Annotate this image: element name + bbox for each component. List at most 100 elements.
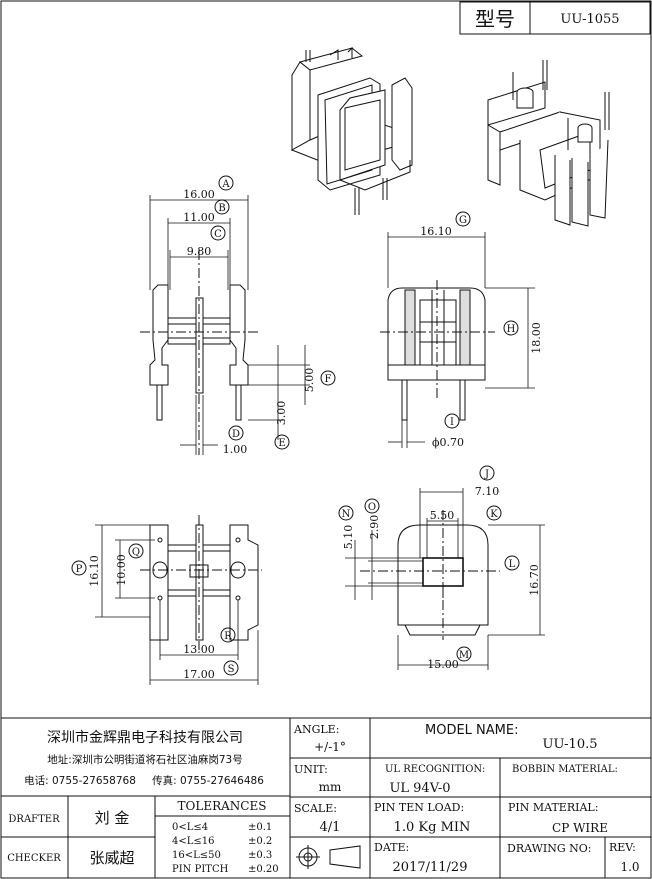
svg-text:S: S: [228, 664, 235, 675]
marking-dimensions: 7.10 5.50 5.10 2.90 16.70 15.00: [342, 485, 545, 671]
svg-text:K: K: [490, 509, 498, 520]
callout-o: O: [364, 498, 380, 514]
model-header: 型号 UU-1055: [459, 1, 651, 35]
svg-text:E: E: [278, 438, 285, 449]
tolerance-value-2: ±0.2: [248, 836, 272, 847]
isometric-view-bottom: [487, 60, 610, 227]
svg-text:G: G: [459, 215, 467, 226]
dim-g: 16.10: [420, 225, 452, 238]
dim-c: 9.80: [187, 245, 212, 258]
bottom-dimensions: 16.10 10.00 13.00 17.00: [88, 524, 259, 685]
company-fax: 传真: 0755-27646486: [152, 774, 264, 787]
svg-text:I: I: [450, 417, 454, 428]
date-label: DATE:: [374, 841, 409, 854]
svg-text:O: O: [368, 502, 376, 513]
svg-text:H: H: [507, 324, 516, 335]
pin-load-label: PIN TEN LOAD:: [374, 801, 464, 814]
checker-value: 张威超: [89, 849, 134, 867]
company-address: 地址:深圳市公明街道将石社区油麻岗73号: [47, 753, 242, 766]
tolerance-value-1: ±0.1: [248, 822, 272, 833]
dim-f: 5.00: [303, 368, 316, 393]
projection-symbol-icon: [296, 845, 361, 869]
company-phone: 电话: 0755-27658768: [24, 774, 136, 787]
dim-pin: ϕ0.70: [432, 436, 464, 449]
svg-text:L: L: [509, 559, 516, 570]
svg-text:B: B: [218, 203, 225, 214]
callout-a: A: [218, 175, 234, 191]
callout-l: L: [504, 555, 520, 571]
checker-label: CHECKER: [7, 853, 61, 864]
side-dimensions: 16.10 18.00 ϕ0.70: [387, 225, 543, 449]
callout-s: S: [223, 660, 239, 676]
tolerance-range-4: PIN PITCH: [172, 864, 229, 875]
unit-value: mm: [319, 780, 342, 794]
dim-p: 16.10: [88, 555, 101, 587]
tolerance-value-4: ±0.20: [248, 864, 279, 875]
company-name: 深圳市金辉鼎电子科技有限公司: [47, 729, 243, 746]
callout-k: K: [486, 505, 502, 521]
callout-j: J: [479, 465, 495, 481]
svg-text:M: M: [459, 650, 469, 661]
dim-o: 2.90: [368, 515, 381, 540]
tolerance-range-1: 0<L≤4: [172, 822, 208, 833]
callout-f: F: [320, 370, 336, 386]
dim-d: 1.00: [223, 443, 248, 456]
dim-q: 10.00: [115, 554, 128, 586]
bottom-view: [140, 515, 262, 650]
bobbin-label: BOBBIN MATERIAL:: [512, 764, 618, 775]
drafter-value: 刘 金: [95, 809, 130, 827]
model-header-value: UU-1055: [560, 12, 619, 27]
ul-label: UL RECOGNITION:: [385, 764, 485, 775]
callout-n: N: [338, 505, 354, 521]
svg-text:F: F: [325, 374, 332, 385]
callout-c: C: [210, 225, 226, 241]
date-value: 2017/11/29: [393, 860, 468, 875]
scale-label: SCALE:: [294, 802, 337, 815]
dim-r: 13.00: [183, 643, 215, 656]
title-block: 深圳市金辉鼎电子科技有限公司 地址:深圳市公明街道将石社区油麻岗73号 电话: …: [1, 717, 651, 878]
pin-material-value: CP WIRE: [552, 821, 608, 835]
svg-text:R: R: [224, 631, 232, 642]
angle-value: +/-1°: [314, 740, 346, 754]
svg-text:P: P: [76, 564, 83, 575]
callout-d: D: [228, 425, 244, 441]
dim-s: 17.00: [183, 668, 215, 681]
front-view: [140, 250, 260, 455]
scale-value: 4/1: [320, 820, 341, 835]
svg-text:A: A: [221, 179, 230, 190]
dim-k: 5.50: [430, 509, 455, 522]
callout-m: M: [456, 646, 472, 662]
rev-label: REV:: [609, 841, 636, 854]
callout-q: Q: [128, 543, 144, 559]
drawing-no-label: DRAWING NO:: [507, 842, 592, 855]
angle-label: ANGLE:: [293, 723, 339, 736]
svg-text:N: N: [342, 509, 351, 520]
dim-b: 11.00: [183, 211, 215, 224]
side-view: [380, 280, 495, 421]
callout-i: I: [444, 413, 460, 429]
model-name-label: MODEL NAME:: [425, 723, 518, 738]
isometric-view-top: [290, 46, 413, 215]
callout-p: P: [71, 560, 87, 576]
svg-text:J: J: [484, 469, 489, 480]
svg-text:D: D: [232, 429, 240, 440]
tolerance-range-3: 16<L≤50: [172, 850, 221, 861]
model-name-value: UU-10.5: [542, 737, 597, 752]
tolerance-range-2: 4<L≤16: [172, 836, 215, 847]
svg-text:Q: Q: [132, 547, 140, 558]
drafter-label: DRAFTER: [8, 814, 60, 825]
model-header-label: 型号: [475, 7, 515, 31]
callout-r: R: [220, 627, 236, 643]
callout-g: G: [455, 211, 471, 227]
dim-m: 15.00: [427, 658, 459, 671]
unit-label: UNIT:: [294, 763, 328, 776]
front-dimensions: 16.00 11.00 9.80 1.00 5.00 3.00: [149, 188, 316, 456]
rev-value: 1.0: [620, 860, 639, 874]
ul-value: UL 94V-0: [389, 781, 450, 796]
dim-n: 5.10: [342, 525, 355, 550]
callout-e: E: [274, 434, 290, 450]
dim-h: 18.00: [530, 322, 543, 354]
dim-j: 7.10: [475, 485, 500, 498]
